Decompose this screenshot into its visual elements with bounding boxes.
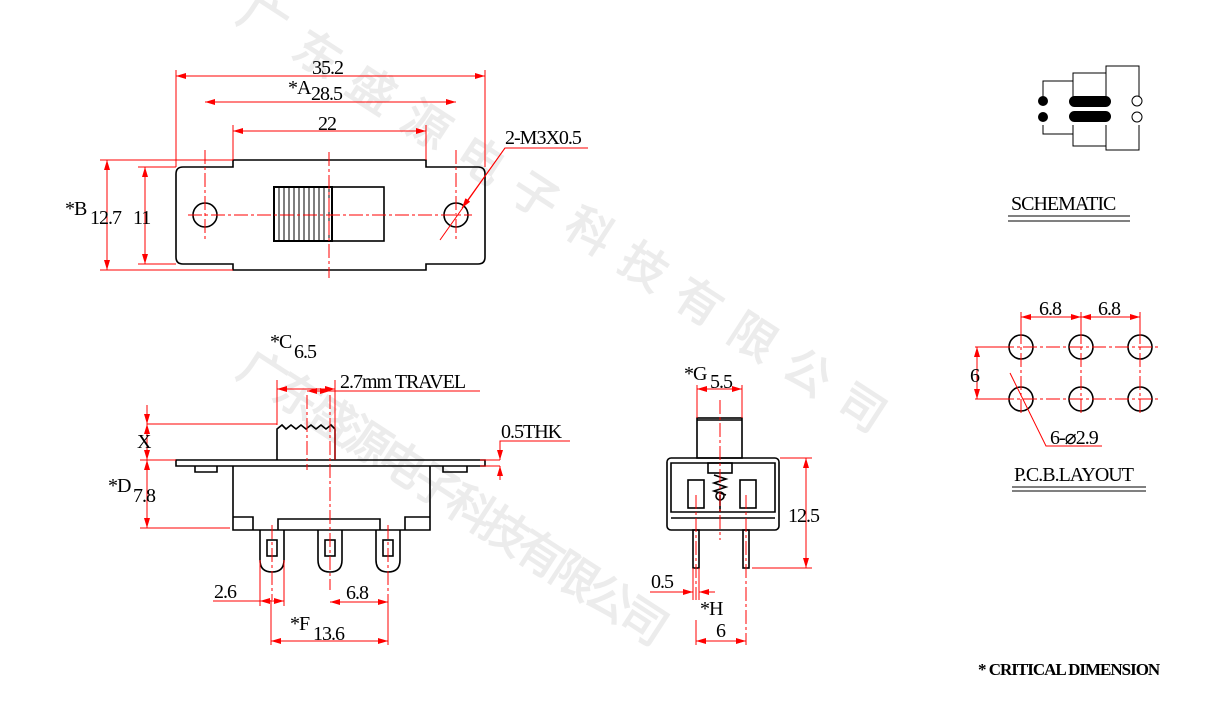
dim-d-value: 7.8 (133, 485, 156, 507)
dim-inner-height: 11 (133, 207, 150, 229)
dim-f-label: *F (290, 613, 310, 635)
schematic: SCHEMATIC (1008, 65, 1143, 222)
hole-callout: 2-M3X0.5 (505, 127, 582, 149)
dim-lug-width: 2.6 (214, 581, 237, 603)
side-view: *C 6.5 2.7mm TRAVEL X 0.5THK *D 7.8 2.6 … (108, 331, 570, 645)
thickness-label: 0.5THK (501, 421, 563, 443)
front-view: *G 5.5 12.5 0.5 *H 6 (650, 363, 821, 645)
mounting-plate-outline (175, 159, 486, 271)
pcb-hole-callout: 6-⌀2.9 (1050, 427, 1099, 449)
dim-h-label: *H (700, 598, 723, 620)
dim-c-label: *C (270, 331, 292, 353)
dim-a-label: *A (288, 77, 312, 99)
pcb-layout: 6.8 6.8 6 6-⌀2.9 P.C.B.LAYOUT (970, 298, 1160, 492)
top-view: 35.2 *A 28.5 22 *B 12.7 11 2-M3X0.5 (65, 57, 588, 278)
dim-pin-thickness: 0.5 (651, 571, 674, 593)
knurled-actuator (273, 186, 333, 242)
dim-b-label: *B (65, 198, 87, 220)
dim-g-label: *G (684, 363, 707, 385)
dim-d-label: *D (108, 475, 131, 497)
x-label: X (137, 431, 152, 453)
body-front (666, 457, 780, 531)
dim-overall-width: 35.2 (312, 57, 343, 79)
dim-h-value: 6 (716, 620, 726, 642)
pcb-row-spacing: 6 (970, 365, 980, 387)
critical-dimension-note: * CRITICAL DIMENSION (978, 660, 1161, 679)
dim-c-value: 6.5 (294, 341, 317, 363)
actuator (276, 423, 336, 460)
pcb-pitch-2: 6.8 (1098, 298, 1121, 320)
dim-a-value: 28.5 (311, 83, 343, 105)
dim-slot-width: 22 (318, 113, 336, 135)
dim-g-value: 5.5 (710, 371, 733, 393)
pcb-pitch-1: 6.8 (1039, 298, 1062, 320)
schematic-title: SCHEMATIC (1011, 193, 1116, 215)
switch-body (232, 466, 431, 531)
dim-lug-pitch: 6.8 (346, 582, 369, 604)
dim-b-value: 12.7 (90, 207, 122, 229)
dim-f-value: 13.6 (313, 623, 345, 645)
dim-height: 12.5 (788, 505, 820, 527)
pcb-layout-title: P.C.B.LAYOUT (1014, 464, 1134, 486)
travel-label: 2.7mm TRAVEL (340, 371, 466, 393)
